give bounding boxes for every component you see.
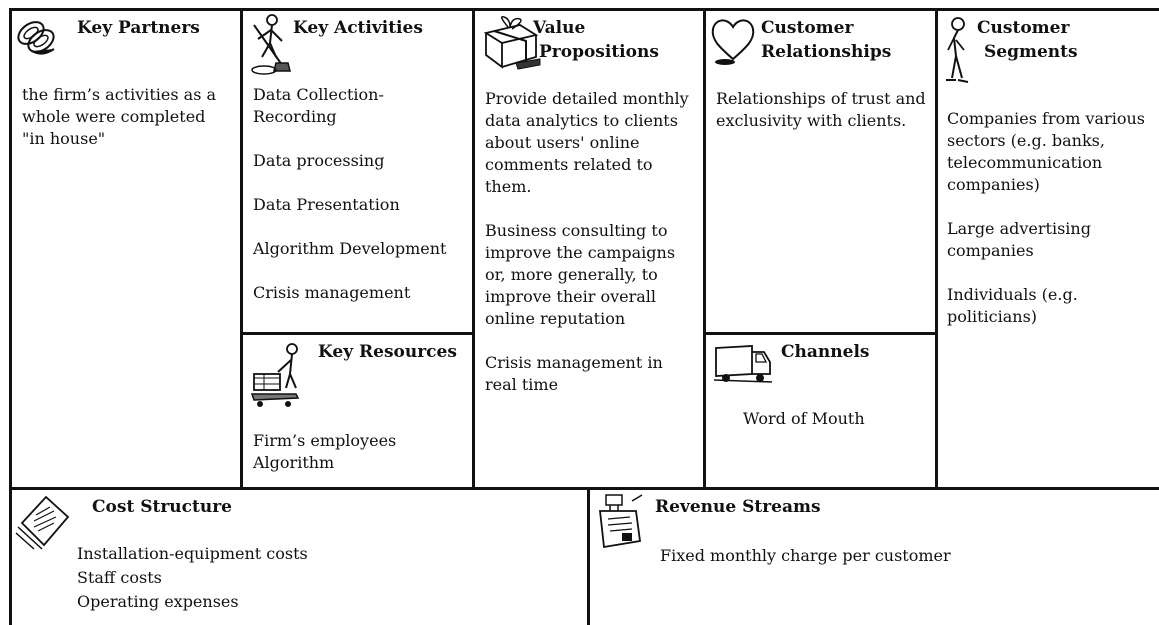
value-propositions-block: Value Propositions Provide detailed mont…: [475, 11, 703, 487]
cost-line: Installation-equipment costs: [77, 544, 308, 563]
value-propositions-text: Provide detailed monthly data analytics …: [485, 88, 701, 396]
customer-segments-title-line2: Segments: [984, 42, 1078, 62]
customer-relationships-title-line2: Relationships: [761, 42, 892, 62]
revenue-streams-text: Fixed monthly charge per customer: [660, 546, 951, 565]
divider-cost-revenue: [587, 487, 590, 625]
customer-relationships-block: Customer Relationships Relationships of …: [706, 11, 935, 332]
key-resources-title: Key Resources: [318, 342, 457, 362]
resource-line: Algorithm: [253, 453, 335, 472]
cost-structure-title: Cost Structure: [92, 497, 232, 517]
cash-register-icon: [596, 493, 644, 555]
key-partners-line: "in house": [22, 129, 106, 148]
segment-line: Companies from various: [947, 109, 1145, 128]
segment-line: politicians): [947, 307, 1038, 326]
segment-line: sectors (e.g. banks,: [947, 131, 1105, 150]
middle-divider: [9, 487, 1159, 490]
activity-line: Algorithm Development: [253, 239, 447, 258]
divider-partners-activities: [240, 8, 243, 489]
segment-line: Large advertising: [947, 219, 1091, 238]
top-border: [9, 8, 1159, 11]
value-line: data analytics to clients: [485, 111, 678, 130]
key-activities-block: Key Activities Data Collection- Recordin…: [243, 11, 472, 332]
cost-line: Operating expenses: [77, 592, 239, 611]
customer-segments-text: Companies from various sectors (e.g. ban…: [947, 108, 1159, 328]
key-activities-title: Key Activities: [293, 18, 423, 38]
value-line: real time: [485, 375, 559, 394]
person-icon: [942, 16, 972, 88]
value-line: improve the campaigns: [485, 243, 676, 262]
customer-relationships-text: Relationships of trust and exclusivity w…: [716, 88, 934, 132]
receipt-icon: [14, 493, 76, 551]
value-line: Provide detailed monthly: [485, 89, 689, 108]
gift-box-icon: [480, 15, 544, 71]
revenue-streams-title: Revenue Streams: [655, 497, 821, 517]
value-line: them.: [485, 177, 532, 196]
cost-line: Staff costs: [77, 568, 162, 587]
chain-link-icon: [14, 15, 60, 59]
divider-relationships-segments: [935, 8, 938, 489]
heart-icon: [709, 15, 757, 67]
channels-title: Channels: [781, 342, 870, 362]
divider-value-relationships: [703, 8, 706, 489]
key-resources-block: Key Resources Firm’s employees Algorithm: [243, 335, 472, 487]
divider-activities-resources: [240, 332, 474, 335]
key-partners-block: Key Partners the firm’s activities as a …: [12, 11, 240, 487]
segment-line: companies: [947, 241, 1034, 260]
truck-icon: [712, 340, 774, 386]
customer-segments-title-line1: Customer: [977, 18, 1070, 38]
value-line: about users' online: [485, 133, 640, 152]
channels-block: Channels Word of Mouth: [706, 335, 935, 487]
cost-structure-block: Cost Structure Installation-equipment co…: [12, 490, 587, 625]
activity-line: Data Collection-: [253, 85, 384, 104]
left-border: [9, 8, 12, 625]
activity-line: Data Presentation: [253, 195, 400, 214]
segment-line: Individuals (e.g.: [947, 285, 1078, 304]
value-propositions-title-line2: Propositions: [539, 42, 659, 62]
key-resources-list: Firm’s employees Algorithm: [253, 430, 471, 474]
key-partners-line: the firm’s activities as a: [22, 85, 217, 104]
cost-structure-text: Installation-equipment costs Staff costs…: [77, 542, 308, 614]
key-partners-text: the firm’s activities as a whole were co…: [22, 84, 237, 150]
value-line: or, more generally, to: [485, 265, 658, 284]
key-partners-title: Key Partners: [77, 18, 200, 38]
activity-line: Data processing: [253, 151, 385, 170]
revenue-streams-block: Revenue Streams Fixed monthly charge per…: [590, 490, 1159, 625]
value-line: Crisis management in: [485, 353, 663, 372]
divider-relationships-channels: [703, 332, 937, 335]
channels-text: Word of Mouth: [743, 409, 865, 428]
customer-segments-block: Customer Segments Companies from various…: [938, 11, 1159, 487]
key-partners-line: whole were completed: [22, 107, 206, 126]
activity-line: Recording: [253, 107, 337, 126]
value-line: improve their overall: [485, 287, 657, 306]
value-line: online reputation: [485, 309, 626, 328]
divider-activities-value: [472, 8, 475, 489]
resource-line: Firm’s employees: [253, 431, 397, 450]
relationship-line: Relationships of trust and: [716, 89, 926, 108]
customer-relationships-title-line1: Customer: [761, 18, 854, 38]
segment-line: telecommunication: [947, 153, 1103, 172]
activity-line: Crisis management: [253, 283, 411, 302]
value-line: Business consulting to: [485, 221, 668, 240]
value-propositions-title-line1: Value: [533, 18, 586, 38]
value-line: comments related to: [485, 155, 653, 174]
segment-line: companies): [947, 175, 1040, 194]
worker-digging-icon: [246, 13, 296, 77]
relationship-line: exclusivity with clients.: [716, 111, 907, 130]
worker-with-cart-icon: [248, 340, 304, 412]
key-activities-list: Data Collection- Recording Data processi…: [253, 84, 471, 304]
